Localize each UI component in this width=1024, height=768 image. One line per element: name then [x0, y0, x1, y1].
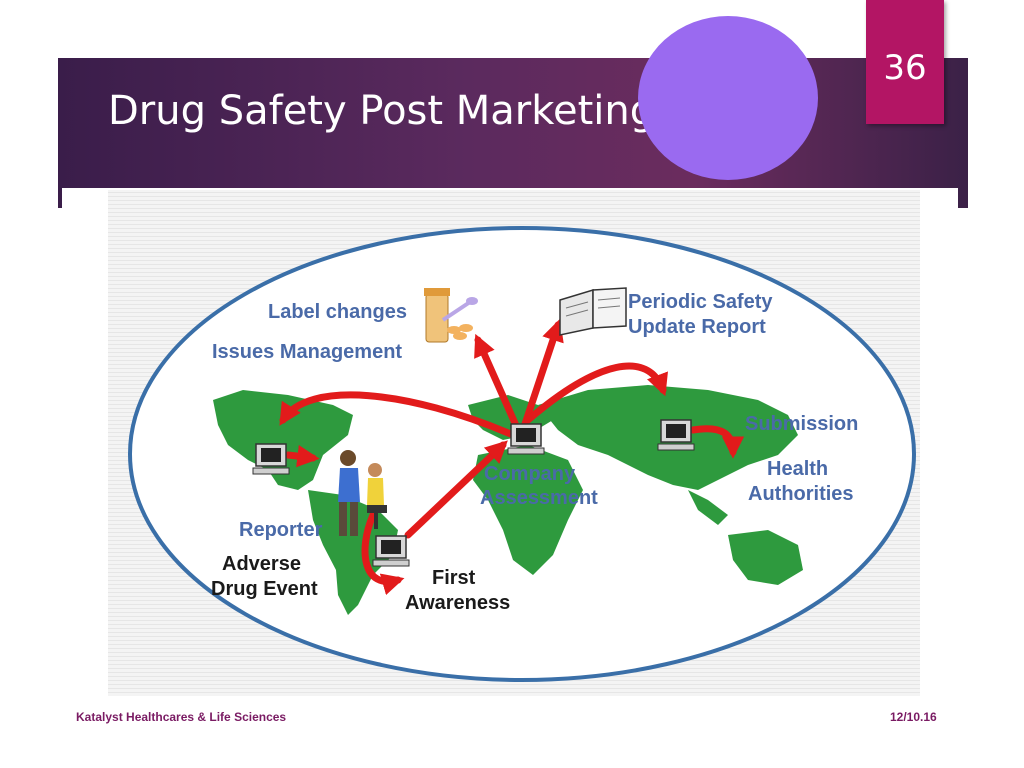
health-label-line2: Authorities	[748, 483, 854, 505]
computer-icon	[507, 423, 545, 455]
psur-label-line2: Update Report	[628, 316, 766, 338]
medicine-icon	[424, 288, 478, 343]
psur-label-line1: Periodic Safety	[628, 291, 773, 313]
footer-organization: Katalyst Healthcares & Life Sciences	[76, 710, 287, 724]
company-label-line2: Assessment	[480, 487, 598, 509]
ade-label-line2: Drug Event	[211, 578, 318, 600]
ade-label-line1: Adverse	[222, 553, 301, 575]
company-label-line1: Company	[484, 463, 576, 485]
flow-arrows	[279, 318, 745, 596]
computer-icon	[657, 419, 695, 451]
page-number-tab	[866, 0, 944, 124]
computer-icon	[252, 443, 290, 475]
first-awareness-line2: Awareness	[405, 592, 510, 614]
slide-title: Drug Safety Post Marketing	[108, 88, 656, 134]
issues-management-label: Issues Management	[212, 341, 402, 363]
page-number: 36	[883, 48, 927, 88]
diagram-figure: Label changes Issues Management Periodic…	[108, 190, 920, 696]
first-awareness-line1: First	[432, 567, 476, 589]
footer-date: 12/10.16	[890, 710, 937, 724]
reporter-label: Reporter	[239, 519, 323, 541]
book-icon	[559, 287, 627, 336]
submission-label: Submission	[745, 413, 858, 435]
drug-safety-diagram: Label changes Issues Management Periodic…	[128, 226, 916, 682]
label-changes-label: Label changes	[268, 301, 407, 323]
people-icon	[338, 450, 387, 536]
decorative-circle	[638, 16, 818, 180]
health-label-line1: Health	[767, 458, 828, 480]
computer-icon	[372, 535, 410, 567]
